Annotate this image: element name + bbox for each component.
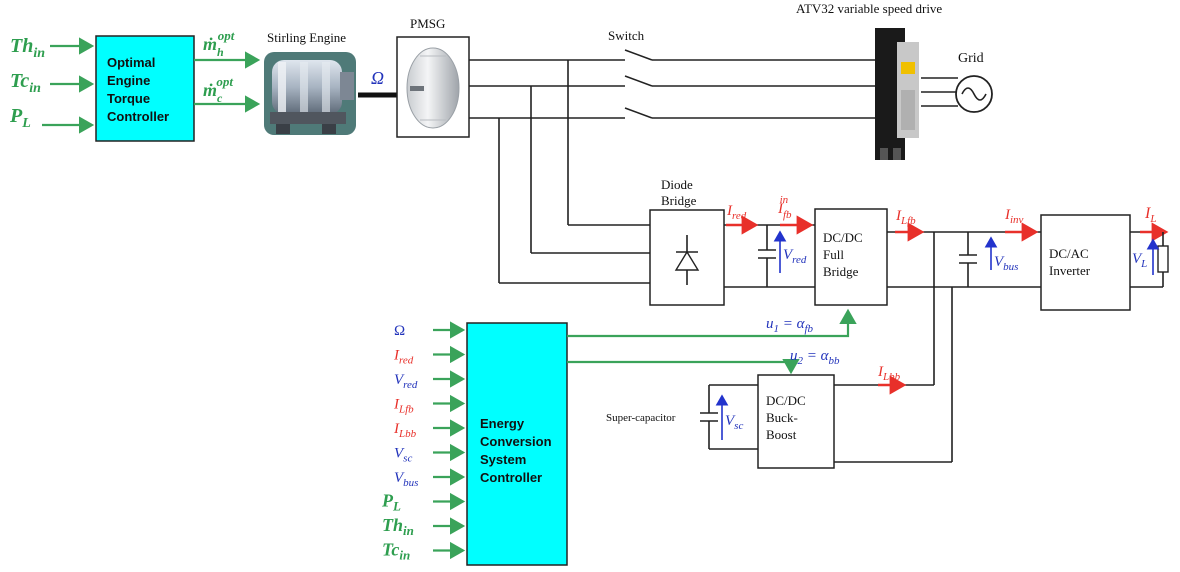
omega-shaft-label: Ω	[371, 68, 384, 88]
supercap-label: Super-capacitor	[606, 412, 676, 424]
load-resistor-icon	[1158, 246, 1168, 272]
stirling-engine-image	[264, 52, 356, 135]
i-lbb-label: ILbb	[877, 364, 901, 383]
u1-label: u1 = αfb	[766, 316, 814, 335]
u2-label: u2 = αbb	[790, 348, 840, 367]
optimal-engine-torque-controller-box	[96, 36, 194, 141]
grid-label: Grid	[958, 51, 984, 66]
diode-bridge-label: Diode Bridge	[661, 177, 697, 208]
v-red-label: Vred	[783, 247, 807, 266]
i-lfb-label: ILfb	[895, 208, 916, 227]
pmsg-image	[407, 48, 459, 128]
ecs-input-3-label: ILfb	[393, 397, 414, 416]
ecs-input-2-label: Vred	[394, 372, 418, 391]
mass-flow-cold: ṁcopt	[203, 74, 233, 105]
stirling-engine-label: Stirling Engine	[267, 30, 346, 45]
ecs-input-6-label: Vbus	[394, 470, 418, 489]
mass-flow-hot: ṁhopt	[203, 28, 235, 59]
ecs-input-8-label: Thin	[382, 515, 414, 538]
v-l-label: VL	[1132, 251, 1147, 270]
three-phase-lines	[469, 60, 650, 283]
ecs-input-7-label: PL	[381, 491, 401, 514]
atv32-drive-image	[875, 28, 919, 160]
switch-contacts	[625, 50, 878, 118]
input-th: Thin	[10, 35, 45, 61]
drive-to-grid-lines	[921, 78, 958, 106]
pmsg-label: PMSG	[410, 16, 445, 31]
ecs-input-5-label: Vsc	[394, 446, 412, 465]
switch-label: Switch	[608, 28, 645, 43]
i-l-label: IL	[1144, 205, 1156, 225]
ecs-input-1-label: Ired	[393, 348, 414, 367]
ecs-input-4-label: ILbb	[393, 421, 417, 440]
ecs-input-0-label: Ω	[394, 323, 405, 339]
ecs-input-9-label: Tcin	[382, 540, 410, 563]
v-bus-label: Vbus	[994, 254, 1018, 273]
v-sc-label: Vsc	[725, 413, 743, 432]
grid-source-icon	[956, 76, 992, 112]
i-fb-in-label: Ifbin	[777, 194, 792, 221]
i-red-label: Ired	[726, 203, 747, 222]
input-pl: PL	[9, 105, 31, 131]
engine-controller-inputs: Thin Tcin PL	[9, 35, 92, 131]
input-tc: Tcin	[10, 70, 41, 96]
i-inv-label: Iinv	[1004, 207, 1024, 226]
drive-label: ATV32 variable speed drive	[796, 1, 942, 16]
